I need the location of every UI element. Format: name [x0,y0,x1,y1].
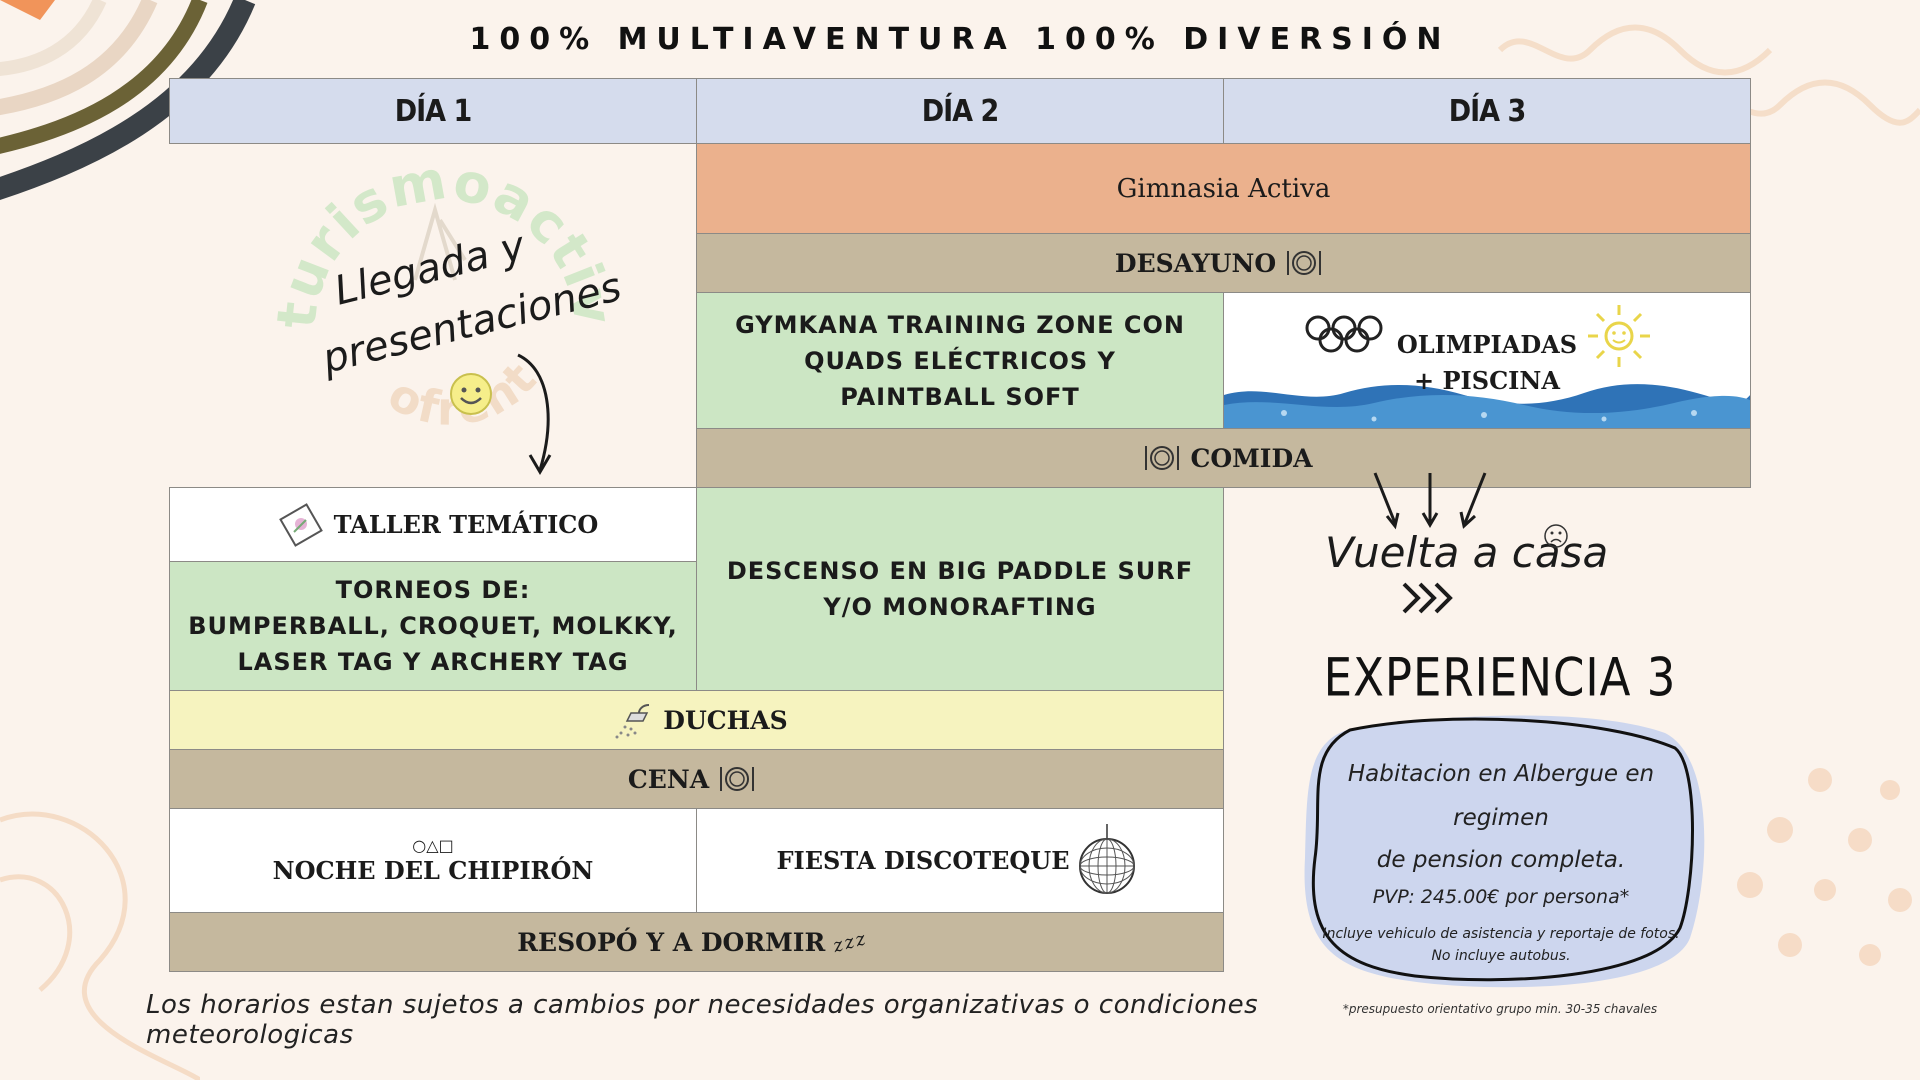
arrow-down-icon [517,353,552,475]
sun-icon [1588,305,1650,367]
disco-ball-icon [1078,823,1135,894]
experience-line2: de pension completa. [1376,847,1626,873]
fiesta-cell: FIESTA DISCOTEQUE [696,808,1224,913]
taller-cell: TALLER TEMÁTICO [169,487,697,562]
desayuno-label: DESAYUNO [1114,248,1277,278]
page-title: 100% MULTIAVENTURA 100% DIVERSIÓN [469,22,1451,57]
duchas-label: DUCHAS [663,705,788,735]
olimpiadas-label: OLIMPIADAS [1396,330,1578,359]
taller-label: TALLER TEMÁTICO [333,510,599,539]
vuelta-text: Vuelta a casa [1325,528,1609,577]
experience-inc1: Incluye vehiculo de asistencia y reporta… [1322,926,1680,942]
comida-cell: COMIDA [696,428,1751,488]
header-day2: DÍA 2 [696,78,1224,144]
chipiron-label: NOCHE DEL CHIPIRÓN [272,856,594,885]
schedule-note: Los horarios estan sujetos a cambios por… [146,990,1259,1050]
experience-price: PVP: 245.00€ por persona* [1372,886,1630,908]
torneos-line2: BUMPERBALL, CROQUET, MOLKKY, [188,612,678,640]
experience-line1: Habitacion en Albergue en regimen [1347,761,1655,831]
torneos-line3: LASER TAG Y ARCHERY TAG [237,648,629,676]
drawing-paper-icon [278,502,323,547]
duchas-cell: DUCHAS [169,690,1224,750]
fiesta-label: FIESTA DISCOTEQUE [776,846,1070,875]
gimnasia-cell: Gimnasia Activa [696,143,1751,234]
resopo-label: RESOPÓ Y A DORMIR [517,927,826,957]
experience-box: Habitacion en Albergue en regimen de pen… [1302,722,1700,964]
gymkana-text: GYMKANA TRAINING ZONE CON QUADS ELÉCTRIC… [735,310,1185,411]
cena-label: CENA [627,764,710,794]
chevrons-right-icon [1402,582,1453,614]
olympic-rings-icon [1305,315,1383,353]
smiley-icon [450,373,492,415]
cena-cell: CENA [169,749,1224,809]
gymkana-cell: GYMKANA TRAINING ZONE CON QUADS ELÉCTRIC… [696,292,1224,429]
chipiron-cell: ○△□ NOCHE DEL CHIPIRÓN [169,808,697,913]
sleep-zzz-icon: zzz [831,927,870,957]
dots-decoration [1737,768,1912,966]
piscina-label: + PISCINA [1414,366,1560,395]
experience-footnote: *presupuesto orientativo grupo min. 30-3… [1342,1002,1658,1016]
header-day1: DÍA 1 [169,78,697,144]
plate-icon [1145,446,1180,470]
plate-icon [720,767,755,791]
olimpiadas-cell: OLIMPIADAS + PISCINA [1223,292,1751,429]
experience-inc2: No incluye autobus. [1431,948,1571,964]
shower-icon [615,704,650,739]
plate-icon [1287,251,1322,275]
shapes-symbols: ○△□ [412,836,454,855]
descenso-text: DESCENSO EN BIG PADDLE SURF Y/O MONORAFT… [726,557,1194,621]
header-day3: DÍA 3 [1223,78,1751,144]
torneos-line1: TORNEOS DE: [335,576,531,604]
desayuno-cell: DESAYUNO [696,233,1751,293]
resopo-cell: RESOPÓ Y A DORMIR zzz [169,912,1224,972]
torneos-cell: TORNEOS DE: BUMPERBALL, CROQUET, MOLKKY,… [169,561,697,691]
comida-label: COMIDA [1190,443,1313,473]
descenso-cell: DESCENSO EN BIG PADDLE SURF Y/O MONORAFT… [696,487,1224,691]
